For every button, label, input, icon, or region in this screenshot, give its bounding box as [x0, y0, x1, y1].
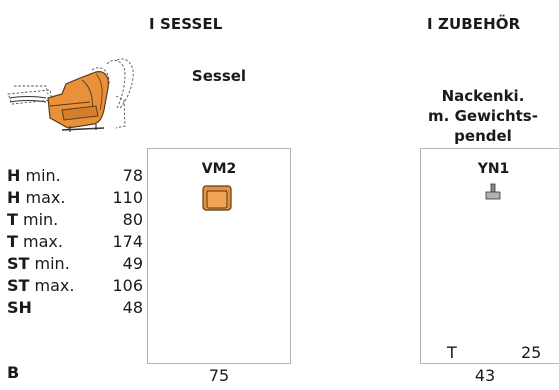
spec-row-st-min: ST min. 49: [7, 254, 143, 273]
width-value-nackenkissen: 43: [474, 366, 496, 385]
spec-value: 80: [122, 210, 143, 229]
recliner-chair-illustration: [7, 58, 134, 132]
spec-value: 110: [112, 188, 143, 207]
spec-value: 48: [122, 298, 143, 317]
neck-pillow-icon: [485, 183, 501, 200]
section-heading-sessel: I SESSEL: [149, 15, 223, 33]
width-value-sessel: 75: [208, 366, 230, 385]
product-code-nackenkissen: YN1: [477, 161, 510, 177]
product-label-nackenkissen-line1: Nackenki.: [441, 87, 525, 105]
product-box-sessel[interactable]: VM2: [147, 148, 291, 364]
product-code-sessel: VM2: [201, 161, 237, 177]
product-label-nackenkissen-line2: m. Gewichts-: [428, 107, 538, 125]
depth-value-nackenkissen: 25: [521, 343, 542, 362]
spec-value: 49: [122, 254, 143, 273]
spec-row-st-max: ST max. 106: [7, 276, 143, 295]
sessel-top-view-icon: [202, 185, 232, 211]
spec-row-t-max: T max. 174: [7, 232, 143, 251]
product-label-sessel: Sessel: [191, 67, 247, 85]
spec-row-t-min: T min. 80: [7, 210, 143, 229]
depth-label-nackenkissen: T: [447, 343, 457, 362]
spec-row-sh: SH 48: [7, 298, 143, 317]
section-heading-zubehoer: I ZUBEHÖR: [427, 15, 521, 33]
spec-row-h-max: H max. 110: [7, 188, 143, 207]
spec-row-h-min: H min. 78: [7, 166, 143, 185]
spec-value: 106: [112, 276, 143, 295]
product-label-nackenkissen-line3: pendel: [454, 127, 512, 145]
width-label: B: [7, 363, 20, 382]
spec-value: 174: [112, 232, 143, 251]
product-box-nackenkissen[interactable]: YN1 T 25: [420, 148, 559, 364]
spec-value: 78: [122, 166, 143, 185]
